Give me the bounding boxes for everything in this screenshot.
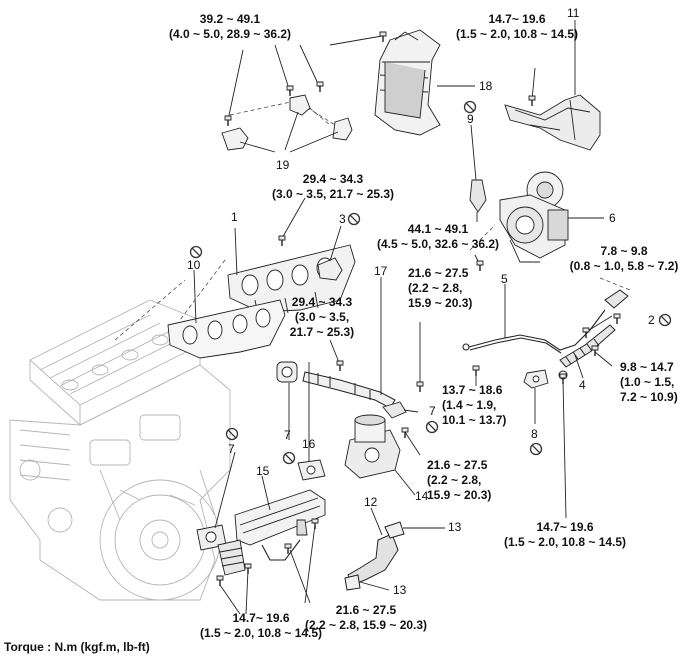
- part-number-7a: 7: [228, 442, 235, 456]
- heat-shield-18: [374, 29, 441, 136]
- torque-spec-2: 14.7~ 19.6 (1.5 ~ 2.0, 10.8 ~ 14.5): [455, 12, 579, 41]
- part-number-1: 1: [231, 210, 238, 224]
- gasket-7-upper: [276, 361, 298, 383]
- gasket-16: [297, 459, 326, 481]
- part-number-14: 14: [415, 489, 429, 503]
- flex-pipe: [217, 539, 246, 576]
- torque-spec-9: 13.7 ~ 18.6 (1.4 ~ 1.9, 10.1 ~ 13.7): [442, 383, 507, 427]
- egr-valve-14: [344, 414, 401, 479]
- heat-shield-11: [504, 94, 601, 151]
- part-number-5: 5: [501, 272, 508, 286]
- gasket-8: [523, 369, 549, 389]
- torque-spec-3: 29.4 ~ 34.3 (3.0 ~ 3.5, 21.7 ~ 25.3): [271, 172, 395, 201]
- part-number-6: 6: [609, 211, 616, 225]
- part-number-4: 4: [579, 378, 586, 392]
- part-number-9: 9: [467, 112, 474, 126]
- part-number-12: 12: [364, 495, 378, 509]
- torque-spec-12: 21.6 ~ 27.5 (2.2 ~ 2.8, 15.9 ~ 20.3): [304, 603, 428, 632]
- gasket-3: [317, 257, 343, 281]
- torque-spec-8: 9.8 ~ 14.7 (1.0 ~ 1.5, 7.2 ~ 10.9): [620, 360, 678, 404]
- part-number-8: 8: [531, 427, 538, 441]
- torque-spec-11: 14.7~ 19.6 (1.5 ~ 2.0, 10.8 ~ 14.5): [503, 520, 627, 549]
- gasket-10: [167, 299, 286, 359]
- engine-block: [9, 299, 231, 601]
- part-number-7c: 7: [429, 404, 436, 418]
- part-number-3: 3: [339, 212, 346, 226]
- part-number-7b: 7: [284, 428, 291, 442]
- leader-lines: [193, 20, 613, 615]
- part-number-15: 15: [256, 464, 270, 478]
- torque-spec-4: 44.1 ~ 49.1 (4.5 ~ 5.0, 32.6 ~ 36.2): [376, 222, 500, 251]
- clamp-7: [382, 401, 407, 419]
- hose-12: [344, 521, 405, 591]
- turbocharger-6: [499, 171, 569, 263]
- torque-units-note: Torque : N.m (kgf.m, lb-ft): [4, 640, 150, 654]
- torque-spec-6: 29.4 ~ 34.3 (3.0 ~ 3.5, 21.7 ~ 25.3): [289, 295, 355, 339]
- part-number-17: 17: [374, 264, 388, 278]
- egr-cooler-15: [234, 489, 326, 561]
- brackets-19: [221, 94, 353, 151]
- part-number-10: 10: [187, 258, 201, 272]
- part-number-2: 2: [648, 313, 655, 327]
- torque-spec-10: 21.6 ~ 27.5 (2.2 ~ 2.8, 15.9 ~ 20.3): [427, 458, 492, 502]
- oil-pipe-5: [462, 309, 606, 354]
- part-number-19: 19: [276, 158, 290, 172]
- torque-spec-13: 14.7~ 19.6 (1.5 ~ 2.0, 10.8 ~ 14.5): [199, 611, 323, 640]
- part-number-13b: 13: [393, 583, 407, 597]
- part-number-13a: 13: [448, 520, 462, 534]
- sensor-9: [469, 179, 487, 222]
- torque-spec-1: 39.2 ~ 49.1 (4.0 ~ 5.0, 28.9 ~ 36.2): [168, 12, 292, 41]
- torque-spec-7: 21.6 ~ 27.5 (2.2 ~ 2.8, 15.9 ~ 20.3): [408, 266, 473, 310]
- torque-spec-5: 7.8 ~ 9.8 (0.8 ~ 1.0, 5.8 ~ 7.2): [569, 244, 679, 273]
- exhaust-manifold-1: [227, 244, 356, 316]
- part-number-16: 16: [302, 437, 316, 451]
- part-number-11: 11: [567, 6, 580, 20]
- part-number-18: 18: [479, 79, 493, 93]
- oil-return-hose-4: [558, 289, 629, 380]
